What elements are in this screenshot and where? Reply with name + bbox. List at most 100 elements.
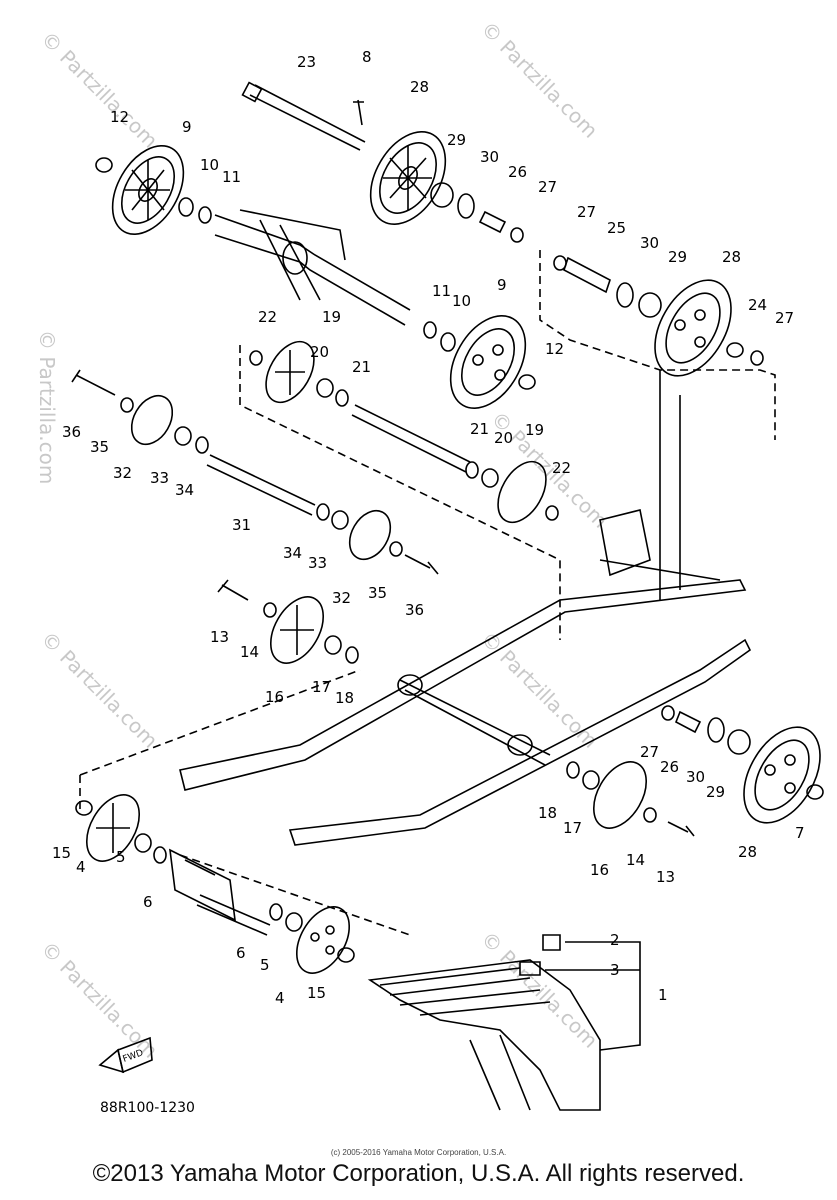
label-17: 17: [312, 678, 331, 696]
drawing-code: 88R100-1230: [100, 1100, 195, 1116]
label-30: 30: [686, 768, 705, 786]
nut-12-right: [518, 374, 536, 390]
label-13: 13: [656, 868, 675, 886]
shaft-23-cap: [241, 81, 263, 103]
washer-34-right: [316, 503, 330, 521]
label-36: 36: [405, 601, 424, 619]
wheel-32-right: [348, 509, 392, 561]
nut-12: [95, 157, 113, 173]
label-27: 27: [775, 309, 794, 327]
label-29: 29: [447, 131, 466, 149]
dashed-frame: [179, 854, 411, 936]
axle-housing-top: [214, 214, 411, 326]
label-11: 11: [432, 282, 451, 300]
watermark: © Partzilla.com: [35, 330, 59, 484]
label-28: 28: [738, 843, 757, 861]
shaft-23: [249, 84, 366, 151]
washer-30: [457, 193, 475, 219]
label-32: 32: [332, 589, 351, 607]
bolt-36-right: [404, 554, 439, 575]
label-28: 28: [410, 78, 429, 96]
bearing-33-right: [331, 510, 349, 530]
wheel-16-upper: [269, 596, 325, 664]
label-4: 4: [76, 858, 86, 876]
label-27: 27: [577, 203, 596, 221]
label-16: 16: [590, 861, 609, 879]
label-34: 34: [175, 481, 194, 499]
label-19: 19: [322, 308, 341, 326]
bushing-10: [178, 197, 194, 217]
label-20: 20: [310, 343, 329, 361]
dashed-frame: [79, 669, 361, 776]
watermark: © Partzilla.com: [476, 17, 602, 143]
wheel-9-right: [449, 315, 527, 409]
washer-35-left: [120, 397, 134, 413]
label-33: 33: [150, 469, 169, 487]
watermark: © Partzilla.com: [36, 627, 162, 753]
axle-block: [169, 848, 236, 922]
washer-21-left: [335, 389, 349, 407]
copyright-notice: ©2013 Yamaha Motor Corporation, U.S.A. A…: [92, 1160, 745, 1187]
wheel-19-left: [265, 340, 315, 404]
label-23: 23: [297, 53, 316, 71]
exploded-parts-diagram: © Partzilla.com © Partzilla.com © Partzi…: [35, 17, 824, 1116]
axle-31: [206, 454, 316, 516]
nut-7: [806, 784, 824, 800]
washer-34-left: [195, 436, 209, 454]
small-copyright-notice: (c) 2005-2016 Yamaha Motor Corporation, …: [330, 1148, 507, 1157]
label-36: 36: [62, 423, 81, 441]
label-28: 28: [722, 248, 741, 266]
watermark: © Partzilla.com: [486, 407, 612, 533]
label-26: 26: [508, 163, 527, 181]
label-4: 4: [275, 989, 285, 1007]
wheel-28-right: [654, 279, 732, 377]
label-10: 10: [200, 156, 219, 174]
wheel-28-lower: [743, 726, 821, 824]
label-30: 30: [480, 148, 499, 166]
cross-shaft: [399, 679, 551, 766]
label-6: 6: [143, 893, 153, 911]
label-3: 3: [610, 961, 620, 979]
label-35: 35: [90, 438, 109, 456]
washer-11: [198, 206, 212, 224]
label-21: 21: [470, 420, 489, 438]
label-33: 33: [308, 554, 327, 572]
fwd-badge-label: FWD: [122, 1048, 145, 1065]
label-6: 6: [236, 944, 246, 962]
spacer-25: [563, 256, 611, 294]
label-15: 15: [307, 984, 326, 1002]
plate-hatched: [239, 209, 346, 301]
label-14: 14: [626, 851, 645, 869]
label-12: 12: [110, 108, 129, 126]
slide-rail-right: [288, 638, 752, 846]
label-29: 29: [668, 248, 687, 266]
rear-arm: [599, 370, 721, 600]
label-17: 17: [563, 819, 582, 837]
bearing-17-upper: [324, 635, 342, 655]
wheel-9-left: [111, 145, 185, 235]
label-20: 20: [494, 429, 513, 447]
wheel-4-right: [295, 906, 351, 974]
label-34: 34: [283, 544, 302, 562]
label-27: 27: [538, 178, 557, 196]
label-2: 2: [610, 931, 620, 949]
label-1: 1: [658, 986, 668, 1004]
label-12: 12: [545, 340, 564, 358]
label-15: 15: [52, 844, 71, 862]
clip-2: [542, 934, 561, 951]
label-32: 32: [113, 464, 132, 482]
bearing-29: [430, 182, 454, 208]
label-30: 30: [640, 234, 659, 252]
axle-middle: [351, 404, 471, 473]
label-9: 9: [182, 118, 192, 136]
watermark: © Partzilla.com: [36, 937, 162, 1063]
bolt-13-lower: [667, 821, 695, 837]
label-8: 8: [362, 48, 372, 66]
wheel-16-lower: [592, 761, 648, 829]
label-7: 7: [795, 824, 805, 842]
washer-18-upper: [345, 646, 359, 664]
label-10: 10: [452, 292, 471, 310]
label-16: 16: [265, 688, 284, 706]
label-26: 26: [660, 758, 679, 776]
callout-bracket-1: [545, 941, 641, 1051]
